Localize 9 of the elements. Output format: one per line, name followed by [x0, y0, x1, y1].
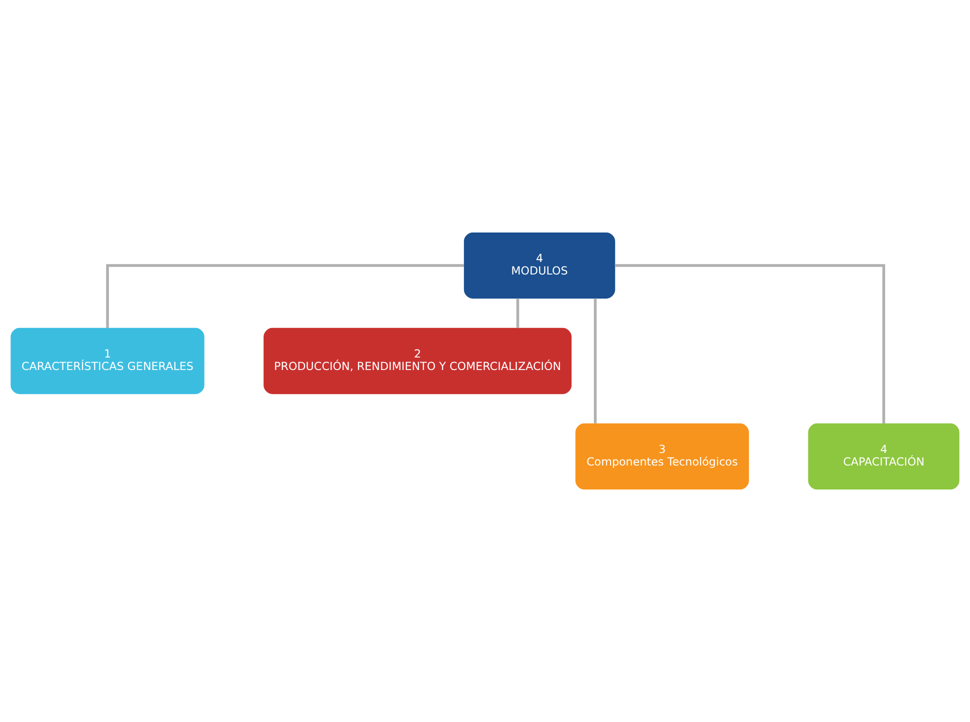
- node-box: 4 CAPACITACIÓN: [808, 423, 960, 490]
- node-box: 3 Componentes Tecnológicos: [575, 423, 749, 490]
- connector: [594, 298, 597, 424]
- connector: [106, 264, 464, 328]
- connector: [614, 264, 886, 424]
- node-box: 2 PRODUCCIÓN, RENDIMIENTO Y COMERCIALIZACIÓN: [264, 328, 572, 394]
- connector: [516, 298, 520, 328]
- node-box: 4 MODULOS: [464, 232, 616, 299]
- node-box: 1 CARACTERÍSTICAS GENERALES: [10, 328, 204, 394]
